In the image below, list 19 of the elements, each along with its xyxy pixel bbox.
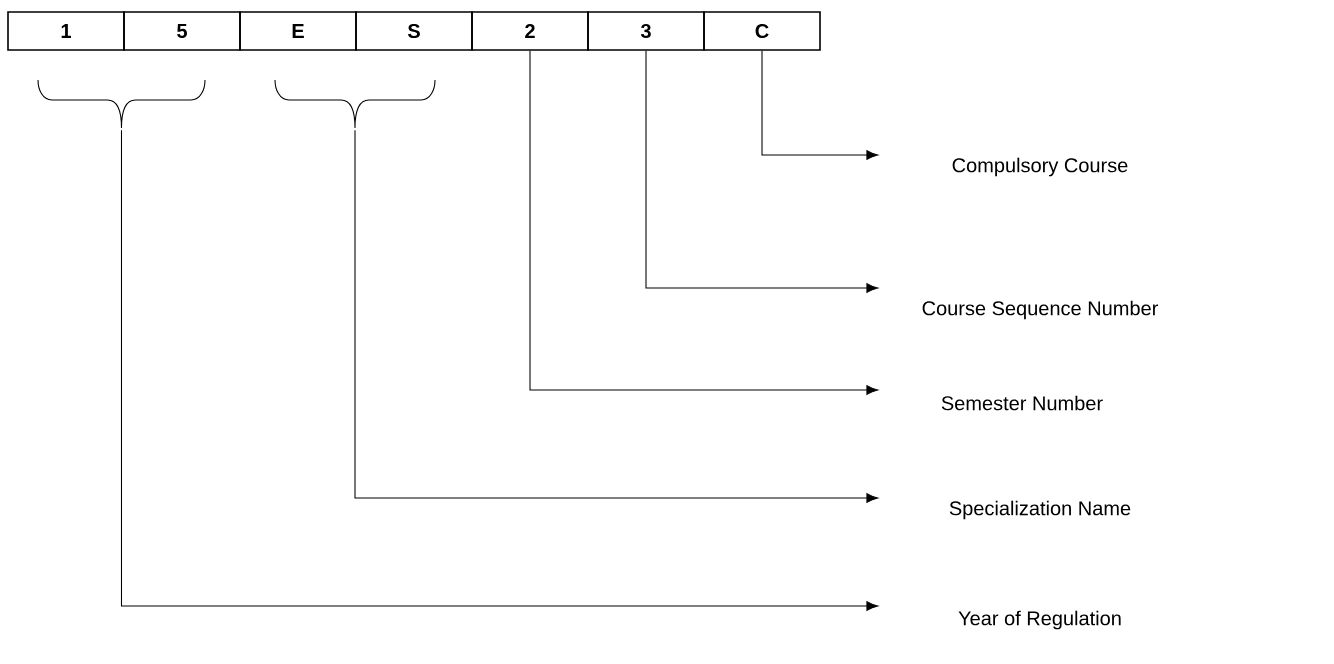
arrow xyxy=(354,129,879,503)
code-cell: 5 xyxy=(123,11,241,51)
brace xyxy=(274,79,436,129)
description-label: Specialization Name xyxy=(949,500,1131,520)
description-label: Course Sequence Number xyxy=(922,300,1158,320)
code-cell: E xyxy=(239,11,357,51)
brace xyxy=(37,79,206,129)
code-cell: 3 xyxy=(587,11,705,51)
arrow xyxy=(645,50,879,293)
code-cell: C xyxy=(703,11,821,51)
description-label: Compulsory Course xyxy=(952,157,1128,177)
arrow xyxy=(120,129,879,611)
code-cell: S xyxy=(355,11,473,51)
arrow xyxy=(761,50,879,160)
description-label: Semester Number xyxy=(941,395,1103,411)
code-cell: 2 xyxy=(471,11,589,51)
code-cell: 1 xyxy=(7,11,125,51)
arrow xyxy=(529,50,879,395)
description-label: Year of Regulation xyxy=(958,610,1121,630)
